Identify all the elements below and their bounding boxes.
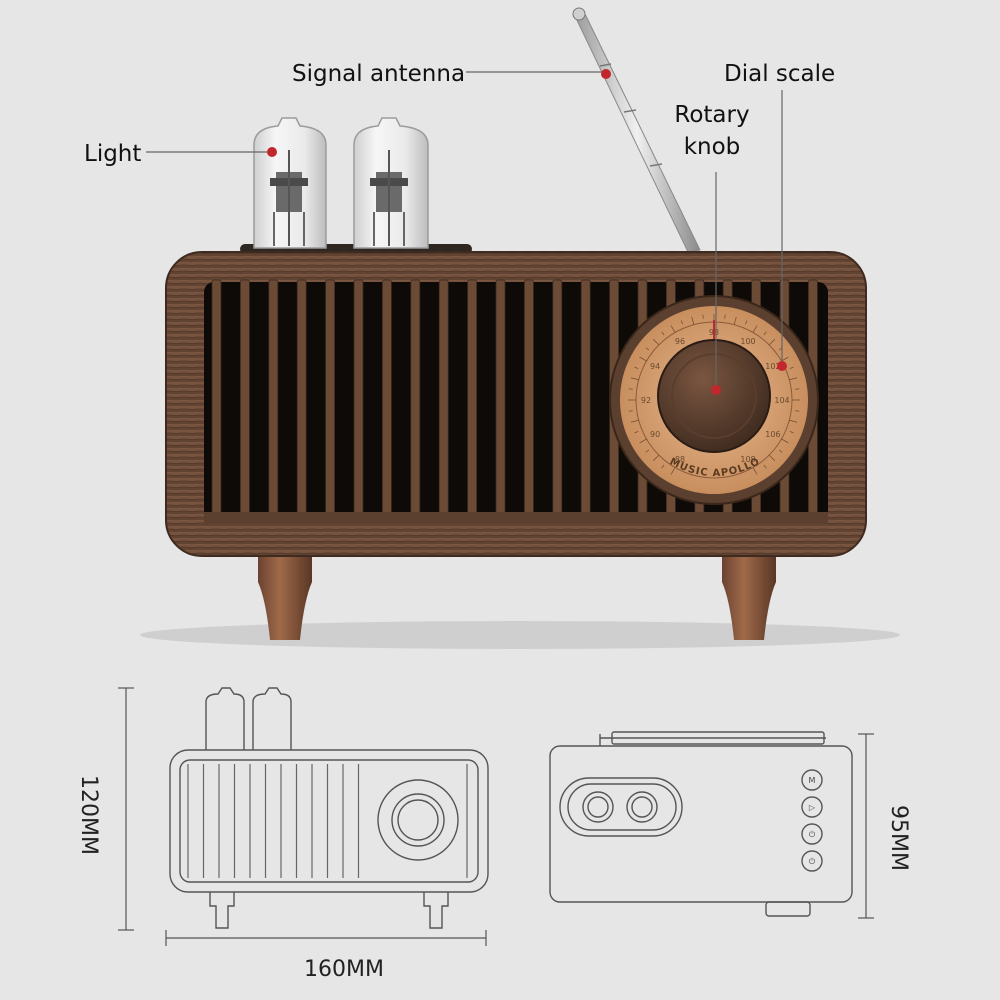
dial-number: 96: [675, 337, 685, 346]
dial-tick: [768, 338, 776, 346]
dial-tick: [763, 464, 767, 469]
grille-slat: [467, 279, 478, 521]
label-light: Light: [84, 141, 141, 167]
legs: [258, 555, 776, 640]
vacuum-tube-left: [253, 117, 327, 249]
grille-slat: [524, 279, 534, 521]
dial-tick: [652, 454, 660, 462]
depth-dimension-label: 95MM: [886, 805, 911, 871]
dial-tick: [661, 464, 665, 469]
grille-slat: [438, 279, 449, 521]
dial-tick: [778, 449, 783, 453]
dial-tick: [789, 431, 794, 434]
dial-tick: [652, 338, 660, 346]
front-view-drawing: [169, 687, 489, 929]
back-button-glyph: M: [809, 776, 816, 785]
height-dimension: [118, 687, 134, 931]
dial-tick: [670, 467, 676, 475]
dial-tick: [733, 316, 737, 325]
dial-number: 104: [774, 396, 789, 405]
dial-tick: [634, 366, 639, 369]
grille-bottom-rail: [204, 512, 828, 524]
dial-tick: [789, 377, 798, 381]
width-dimension-label: 160MM: [304, 957, 384, 982]
antenna: [572, 7, 701, 253]
dial-number: 94: [650, 362, 660, 371]
dial-tick: [691, 316, 695, 325]
rotary-knob: [657, 339, 771, 453]
back-view-drawing: M ▷ ⏻ ⏻: [549, 731, 853, 917]
label-dial-scale: Dial scale: [724, 61, 835, 87]
depth-dimension: [858, 733, 874, 919]
height-dimension-label: 120MM: [76, 775, 101, 855]
dial-tick: [781, 356, 789, 362]
label-rotary-knob-line2: knob: [684, 134, 741, 160]
dial-number: 100: [740, 337, 755, 346]
back-button: [801, 769, 823, 791]
dial-tick: [661, 331, 665, 336]
dial-tick: [745, 320, 748, 325]
grille-slat: [495, 279, 506, 521]
grille-slat: [381, 279, 392, 521]
back-button: [801, 850, 823, 872]
dial-tick: [628, 410, 633, 412]
dial-number: 108: [740, 455, 755, 464]
dial-tick: [768, 454, 776, 462]
callouts: [146, 71, 783, 390]
back-button-glyph: ⏻: [809, 830, 816, 839]
dial-tick: [630, 419, 639, 423]
grille-slat: [296, 279, 307, 521]
width-dimension: [165, 930, 487, 946]
back-button: [801, 796, 823, 818]
dial-tick: [781, 438, 789, 444]
dial-tick: [630, 377, 639, 381]
dial-number: 106: [765, 430, 780, 439]
grille-slat: [410, 279, 421, 521]
dial-tick: [639, 438, 647, 444]
callout-markers: [267, 69, 787, 395]
dial-tick: [628, 388, 633, 390]
floor-shadow: [140, 621, 900, 649]
tuning-dial: 889092949698100102104106108 MUSIC APOLLO: [609, 295, 819, 505]
dial-tick: [724, 314, 726, 319]
dial-tick: [645, 449, 650, 453]
dial-tick: [795, 410, 800, 412]
label-signal-antenna: Signal antenna: [292, 61, 465, 87]
dial-tick: [763, 331, 767, 336]
dial-scale-ticks: [628, 314, 800, 475]
dial-tick: [639, 356, 647, 362]
back-button-glyph: ▷: [809, 803, 816, 812]
dial-number: 102: [765, 362, 780, 371]
dial-tick: [634, 431, 639, 434]
grille-slat: [239, 279, 250, 521]
dial-tick: [680, 320, 683, 325]
back-button: [801, 823, 823, 845]
dial-number: 90: [650, 430, 660, 439]
grille-slat: [211, 279, 222, 521]
grille-slat: [353, 279, 364, 521]
vacuum-tube-right: [353, 117, 429, 249]
dial-tick: [645, 347, 650, 351]
grille-slat: [580, 279, 591, 521]
dial-tick: [789, 419, 798, 423]
grille-slat: [552, 279, 563, 521]
dial-tick: [752, 467, 758, 475]
label-rotary-knob-line1: Rotary: [674, 102, 749, 128]
dial-tick: [670, 325, 676, 333]
dial-tick: [789, 366, 794, 369]
dial-tick: [795, 388, 800, 390]
back-button-glyph: ⏻: [809, 857, 816, 866]
grille-slat: [268, 279, 279, 521]
dial-tick: [752, 325, 758, 333]
grille-slat: [325, 279, 336, 521]
dial-number: 88: [675, 455, 685, 464]
dial-number: 92: [641, 396, 651, 405]
dial-tick: [702, 314, 704, 319]
radio-product-view: 889092949698100102104106108 MUSIC APOLLO…: [84, 7, 900, 649]
